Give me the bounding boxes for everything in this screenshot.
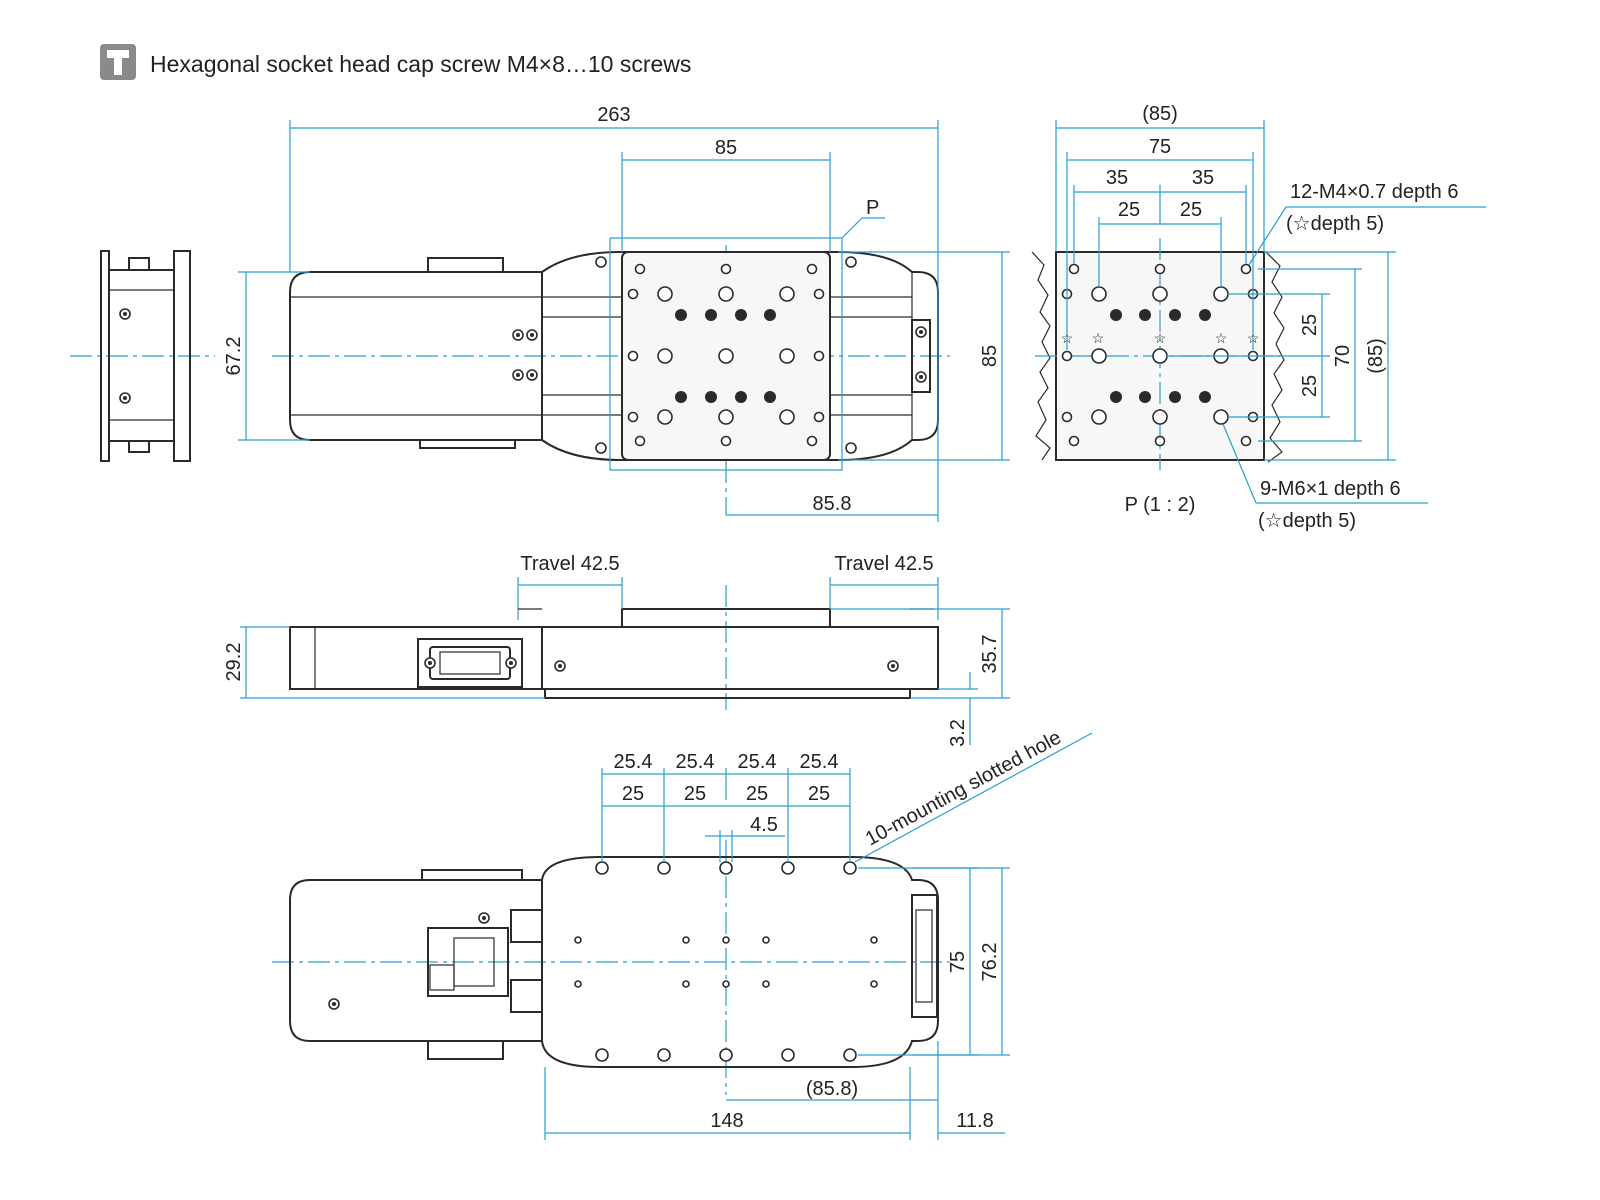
detail-title: P (1 : 2) bbox=[1125, 494, 1196, 516]
svg-text:☆: ☆ bbox=[1215, 330, 1228, 346]
slot-label-2: 25 bbox=[684, 783, 706, 805]
dim-detail-inner-left: 25 bbox=[1118, 199, 1140, 221]
detail-screw-heads bbox=[1110, 309, 1211, 403]
callout-large-taps-note: (☆depth 5) bbox=[1258, 510, 1356, 532]
pitch-label-2: 25.4 bbox=[676, 751, 715, 773]
table-large-taps bbox=[657, 286, 795, 425]
detail-marker: P bbox=[866, 197, 879, 219]
dim-detail-span: 75 bbox=[1149, 136, 1171, 158]
dim-end: 11.8 bbox=[956, 1110, 993, 1132]
dim-base-offset: 3.2 bbox=[947, 719, 969, 747]
dim-overall-length: 263 bbox=[597, 104, 630, 126]
dim-detail-outer: (85) bbox=[1142, 103, 1178, 125]
travel-right: Travel 42.5 bbox=[834, 553, 933, 575]
table-small-taps bbox=[627, 263, 825, 447]
dim-detail-v-span: 70 bbox=[1332, 345, 1354, 367]
drawing-title: Hexagonal socket head cap screw M4×8…10 … bbox=[150, 51, 691, 77]
slot-label-1: 25 bbox=[622, 783, 644, 805]
svg-text:☆: ☆ bbox=[1154, 330, 1167, 346]
callout-large-taps: 9-M6×1 depth 6 bbox=[1260, 478, 1401, 500]
dim-detail-inner-right: 25 bbox=[1180, 199, 1202, 221]
table-screw-heads bbox=[675, 309, 776, 403]
travel-left: Travel 42.5 bbox=[520, 553, 619, 575]
dim-offset: 85.8 bbox=[813, 493, 852, 515]
pitch-label-1: 25.4 bbox=[614, 751, 653, 773]
dim-hole-span: 75 bbox=[947, 951, 969, 973]
callout-small-taps-note: (☆depth 5) bbox=[1286, 213, 1384, 235]
base-small-holes bbox=[574, 936, 878, 988]
slot-label-3: 25 bbox=[746, 783, 768, 805]
dim-slot-width: 4.5 bbox=[750, 814, 778, 836]
socket-screw-icon bbox=[100, 44, 136, 80]
svg-text:☆: ☆ bbox=[1092, 330, 1105, 346]
dim-height-left: 67.2 bbox=[223, 337, 245, 376]
dim-body-height: 29.2 bbox=[223, 643, 245, 682]
dim-height-right: 85 bbox=[979, 345, 1001, 367]
dim-table-width: 85 bbox=[715, 137, 737, 159]
dim-length: 148 bbox=[710, 1110, 743, 1132]
pitch-label-4: 25.4 bbox=[800, 751, 839, 773]
mounting-slotted-holes bbox=[595, 861, 857, 1062]
slot-label-4: 25 bbox=[808, 783, 830, 805]
dim-detail-v-outer: (85) bbox=[1365, 338, 1387, 374]
dim-offset-bottom: (85.8) bbox=[806, 1078, 858, 1100]
header: Hexagonal socket head cap screw M4×8…10 … bbox=[100, 44, 691, 80]
callout-small-taps: 12-M4×0.7 depth 6 bbox=[1290, 181, 1458, 203]
dim-total-height: 35.7 bbox=[979, 635, 1001, 674]
side-view: Travel 42.5 Travel 42.5 29.2 35.7 3.2 bbox=[223, 553, 1010, 747]
bottom-view: 25.4 25.4 25.4 25.4 25 25 25 25 4.5 10-m… bbox=[272, 727, 1093, 1140]
detail-view: ☆ ☆ ☆ ☆ ☆ (85) 75 35 35 25 25 25 25 bbox=[1031, 103, 1486, 532]
dim-detail-v-lower: 25 bbox=[1299, 375, 1321, 397]
end-view bbox=[70, 250, 215, 462]
top-view: P 263 85 67.2 bbox=[223, 104, 1010, 522]
dim-detail-half-right: 35 bbox=[1192, 167, 1214, 189]
dim-detail-v-upper: 25 bbox=[1299, 314, 1321, 336]
pitch-label-3: 25.4 bbox=[738, 751, 777, 773]
dim-base-width: 76.2 bbox=[979, 943, 1001, 982]
dim-detail-half-left: 35 bbox=[1106, 167, 1128, 189]
